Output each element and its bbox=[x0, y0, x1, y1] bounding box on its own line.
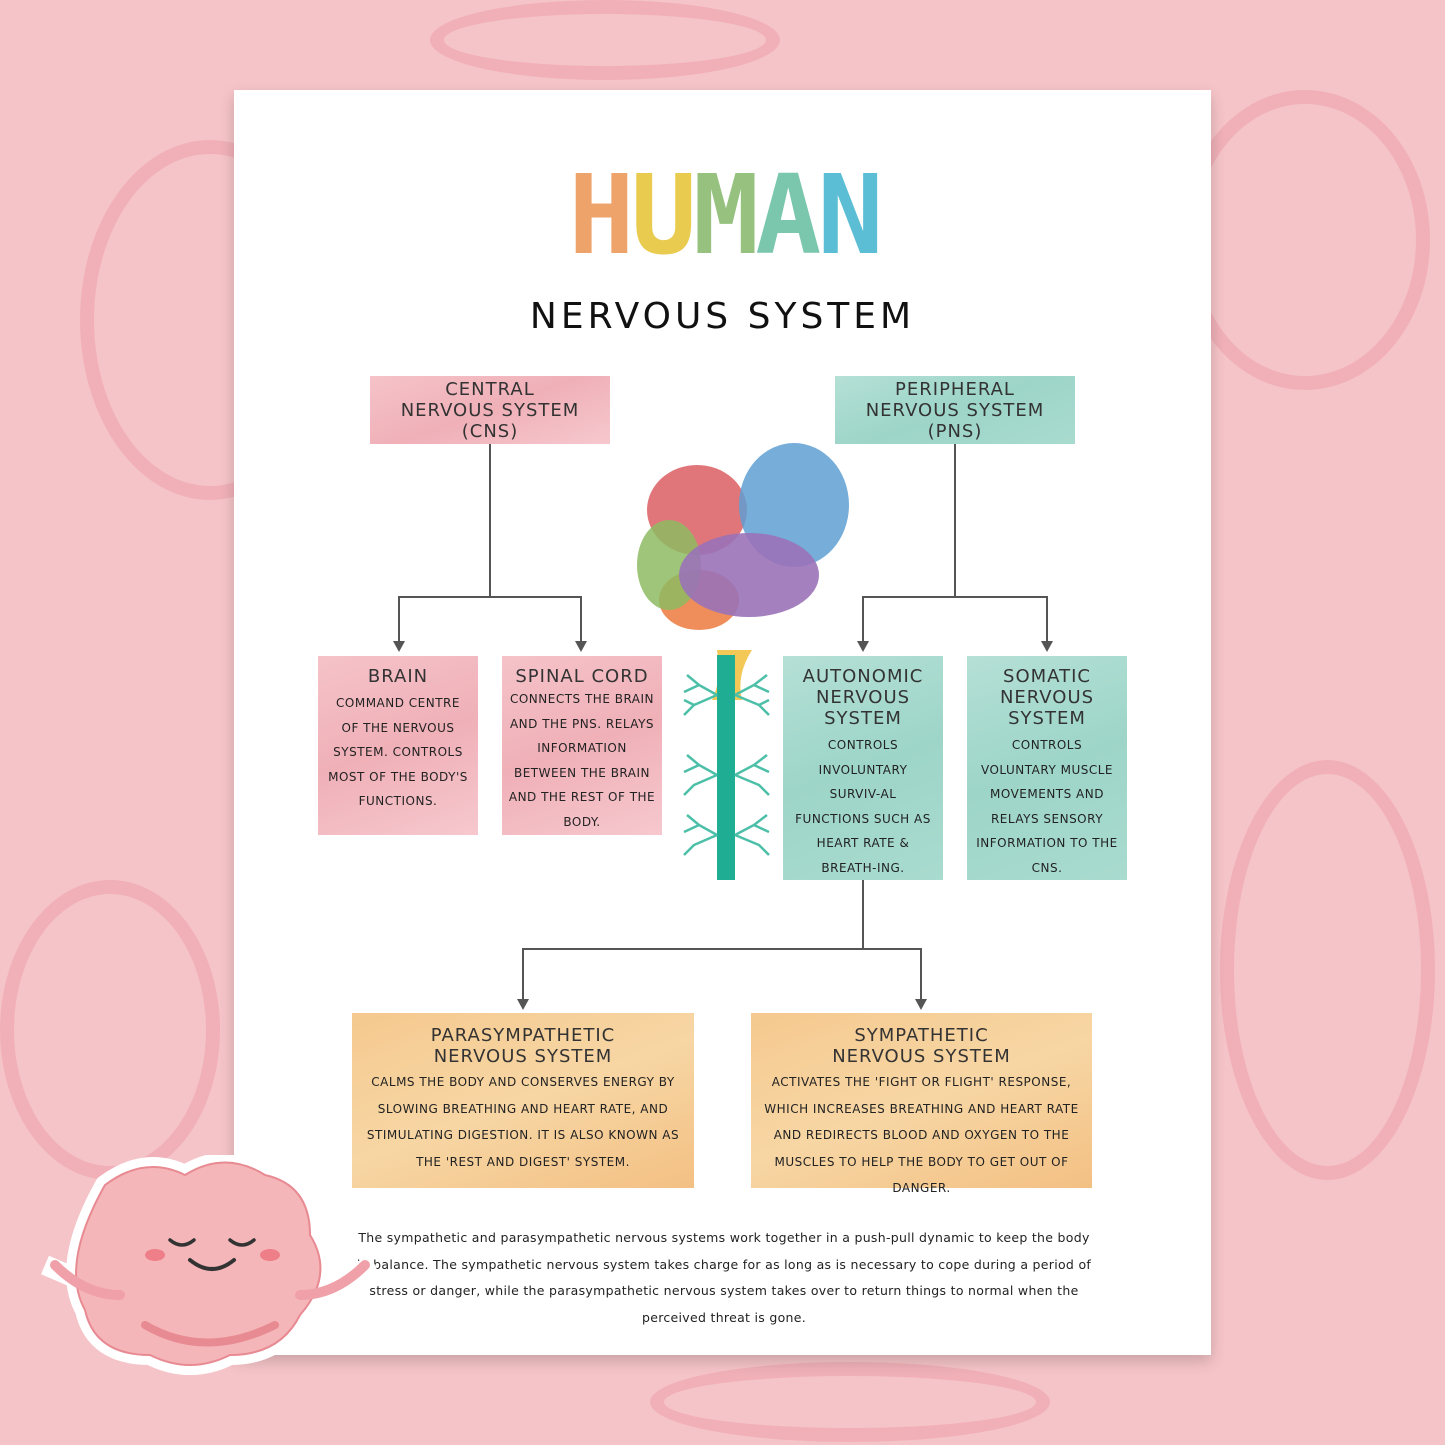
connector bbox=[954, 444, 956, 597]
brain-title: BRAIN bbox=[367, 666, 429, 687]
poster-sheet: H U M A N NERVOUS SYSTEM CENTRAL NERVOUS… bbox=[234, 90, 1211, 1355]
parasympathetic-box: PARASYMPATHETIC NERVOUS SYSTEM Calms the… bbox=[352, 1013, 694, 1188]
autonomic-box: AUTONOMIC NERVOUS SYSTEM Controls involu… bbox=[783, 656, 943, 880]
connector bbox=[862, 879, 864, 949]
meditating-brain-mascot bbox=[41, 1155, 379, 1375]
cns-box: CENTRAL NERVOUS SYSTEM (CNS) bbox=[370, 376, 610, 444]
connector bbox=[920, 948, 922, 1000]
parasympathetic-description: Calms the body and conserves energy by s… bbox=[366, 1075, 680, 1169]
arrow-icon bbox=[857, 641, 869, 652]
autonomic-description: Controls involuntary surviv-al functions… bbox=[795, 738, 931, 875]
sympathetic-title: SYMPATHETIC NERVOUS SYSTEM bbox=[832, 1025, 1011, 1067]
nerve-branches bbox=[683, 674, 770, 856]
brain-pattern-decoration bbox=[1220, 760, 1435, 1180]
cns-title: CENTRAL NERVOUS SYSTEM (CNS) bbox=[400, 378, 580, 442]
pns-title: PERIPHERAL NERVOUS SYSTEM (PNS) bbox=[865, 378, 1045, 442]
title-letter: N bbox=[817, 151, 883, 279]
connector bbox=[522, 948, 922, 950]
sympathetic-description: Activates the 'fight or flight' response… bbox=[764, 1075, 1079, 1195]
connector bbox=[398, 596, 400, 642]
arrow-icon bbox=[1041, 641, 1053, 652]
brain-pattern-decoration bbox=[430, 0, 780, 80]
brain-illustration bbox=[637, 443, 849, 880]
poster-subtitle: NERVOUS SYSTEM bbox=[529, 296, 916, 337]
connector bbox=[398, 596, 582, 598]
arrow-icon bbox=[915, 999, 927, 1010]
spinal-cord-description: Connects the brain and the PNS. Relays i… bbox=[508, 692, 656, 829]
connector bbox=[862, 596, 1048, 598]
poster-title: H U M A N bbox=[534, 145, 914, 285]
connector bbox=[580, 596, 582, 642]
pns-box: PERIPHERAL NERVOUS SYSTEM (PNS) bbox=[835, 376, 1075, 444]
parasympathetic-title: PARASYMPATHETIC NERVOUS SYSTEM bbox=[430, 1025, 616, 1067]
connector bbox=[489, 444, 491, 597]
spinal-cord-title: SPINAL CORD bbox=[515, 666, 649, 687]
spinal-cord-box: SPINAL CORD Connects the brain and the P… bbox=[502, 656, 662, 835]
arrow-icon bbox=[393, 641, 405, 652]
brain-pattern-decoration bbox=[1180, 90, 1430, 390]
connector bbox=[1046, 596, 1048, 642]
title-letter: H bbox=[568, 151, 634, 279]
connector bbox=[522, 948, 524, 1000]
brain-pattern-decoration bbox=[650, 1362, 1050, 1442]
connector bbox=[862, 596, 864, 642]
title-letter: M bbox=[692, 151, 759, 279]
somatic-box: SOMATIC NERVOUS SYSTEM Controls voluntar… bbox=[967, 656, 1127, 880]
brain-pattern-decoration bbox=[0, 880, 220, 1180]
sympathetic-box: SYMPATHETIC NERVOUS SYSTEM Activates the… bbox=[751, 1013, 1092, 1195]
somatic-title: SOMATIC NERVOUS SYSTEM bbox=[999, 666, 1095, 729]
brain-box: BRAIN Command centre of the nervous syst… bbox=[318, 656, 478, 835]
arrow-icon bbox=[517, 999, 529, 1010]
somatic-description: Controls voluntary muscle movements and … bbox=[976, 738, 1118, 875]
autonomic-title: AUTONOMIC NERVOUS SYSTEM bbox=[802, 666, 924, 729]
footer-note: The sympathetic and parasympathetic nerv… bbox=[356, 1230, 1092, 1325]
title-letter: U bbox=[630, 151, 697, 279]
arrow-icon bbox=[575, 641, 587, 652]
brain-description: Command centre of the nervous system. Co… bbox=[328, 696, 468, 808]
title-letter: A bbox=[755, 151, 821, 279]
